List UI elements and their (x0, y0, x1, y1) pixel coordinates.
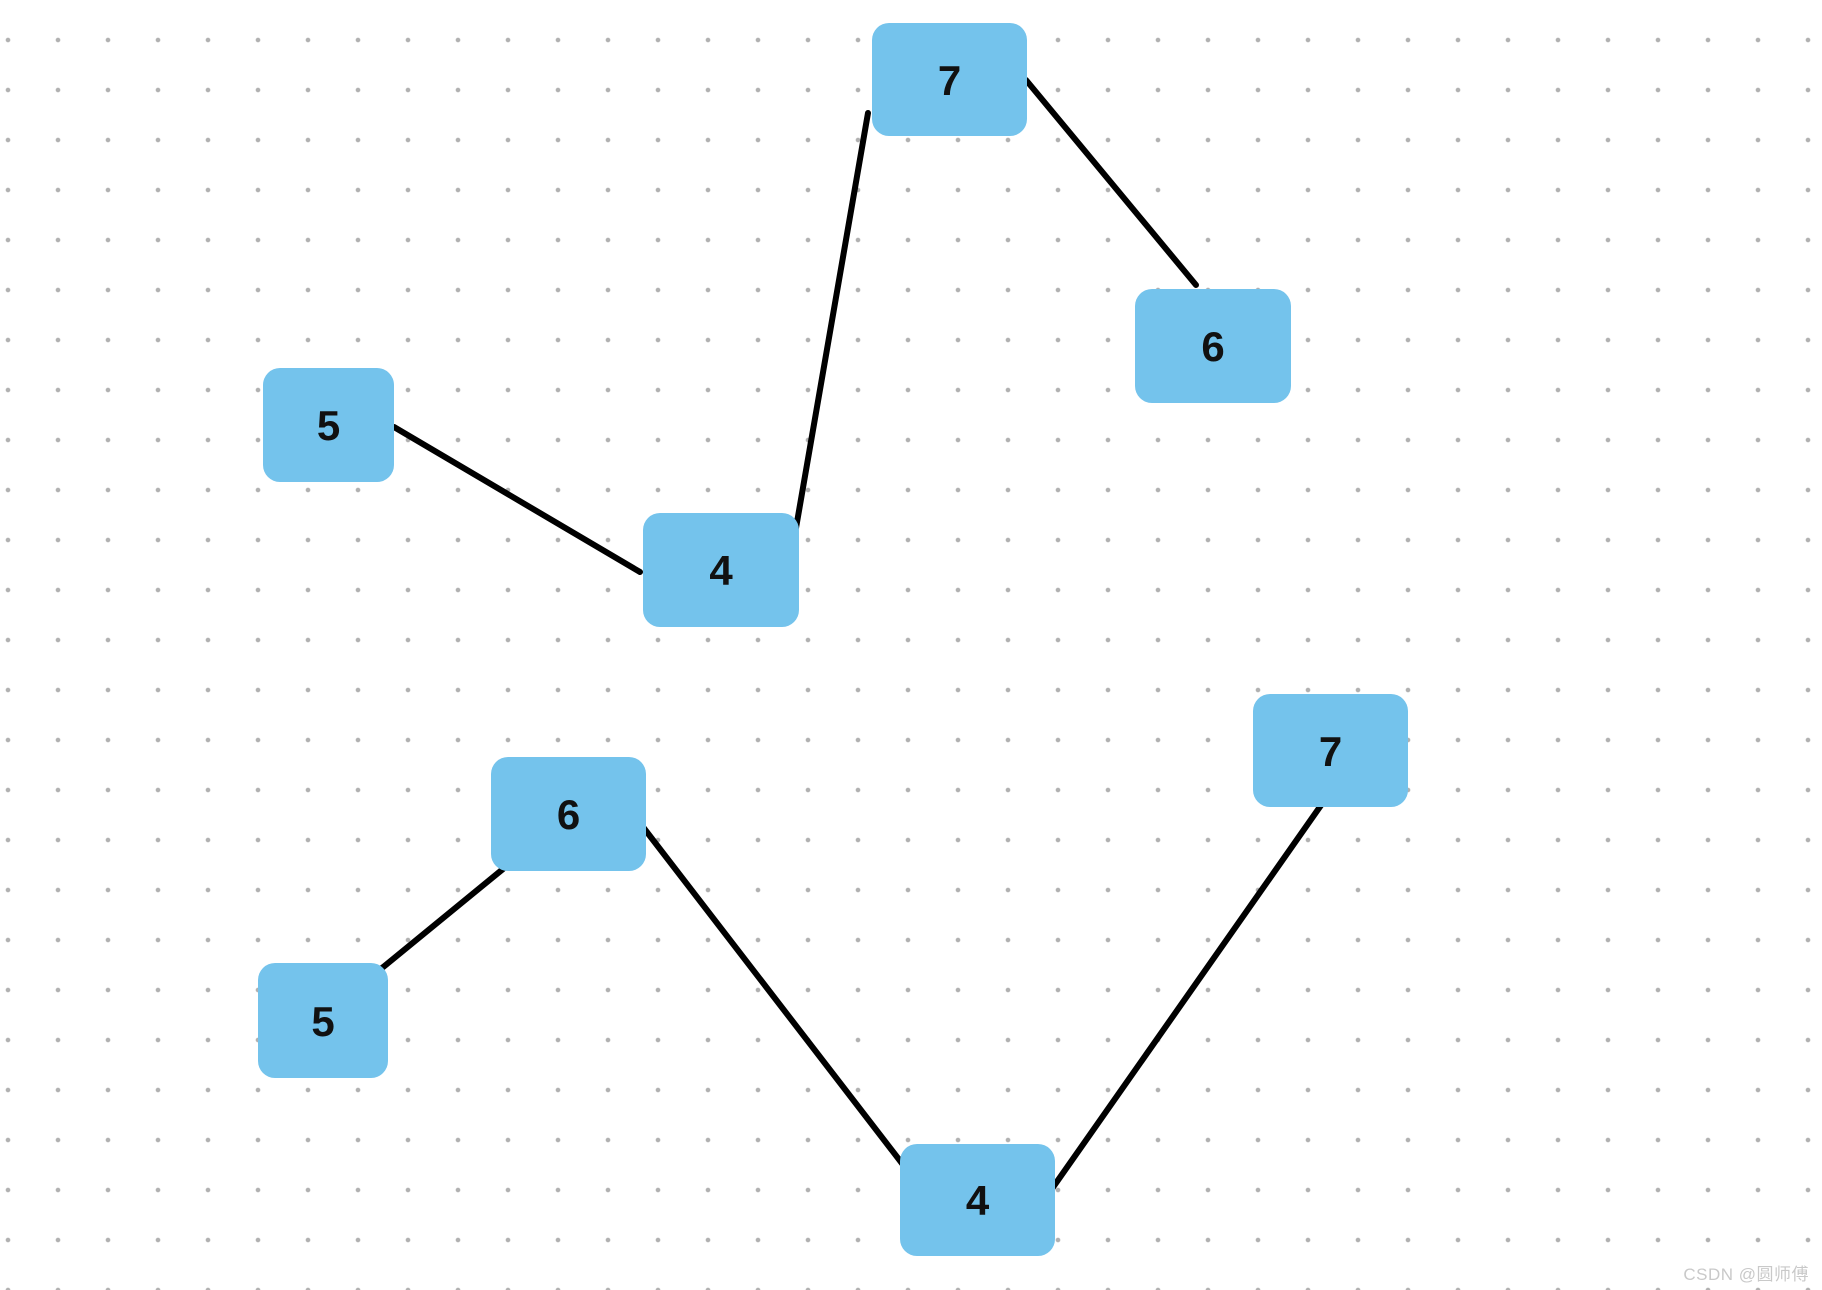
node-label: 5 (316, 402, 341, 449)
node-bottom-graph-7[interactable]: 7 (1253, 694, 1408, 807)
node-label: 6 (556, 791, 581, 838)
node-label: 4 (965, 1177, 990, 1224)
node-label: 7 (1318, 727, 1343, 775)
edge-bottom-graph-4-7[interactable] (1046, 798, 1327, 1196)
edge-bottom-graph-6-4[interactable] (640, 824, 907, 1169)
node-bottom-graph-5[interactable]: 5 (258, 963, 388, 1078)
node-bottom-graph-6[interactable]: 6 (491, 757, 646, 871)
node-bottom-graph-4[interactable]: 4 (900, 1144, 1055, 1256)
edge-top-graph-5-4[interactable] (391, 424, 643, 575)
node-top-graph-5[interactable]: 5 (263, 368, 394, 482)
edge-top-graph-7-6[interactable] (1023, 77, 1199, 288)
node-top-graph-7[interactable]: 7 (872, 23, 1027, 136)
node-label: 4 (709, 547, 733, 594)
watermark: CSDN @圆师傅 (1683, 1265, 1809, 1284)
edge-top-graph-4-7[interactable] (793, 110, 871, 531)
edge-bottom-graph-5-6[interactable] (379, 866, 506, 971)
node-label: 5 (311, 997, 335, 1045)
node-label: 7 (937, 56, 962, 104)
node-top-graph-4[interactable]: 4 (643, 513, 799, 627)
node-top-graph-6[interactable]: 6 (1135, 289, 1291, 403)
node-label: 6 (1201, 323, 1225, 370)
